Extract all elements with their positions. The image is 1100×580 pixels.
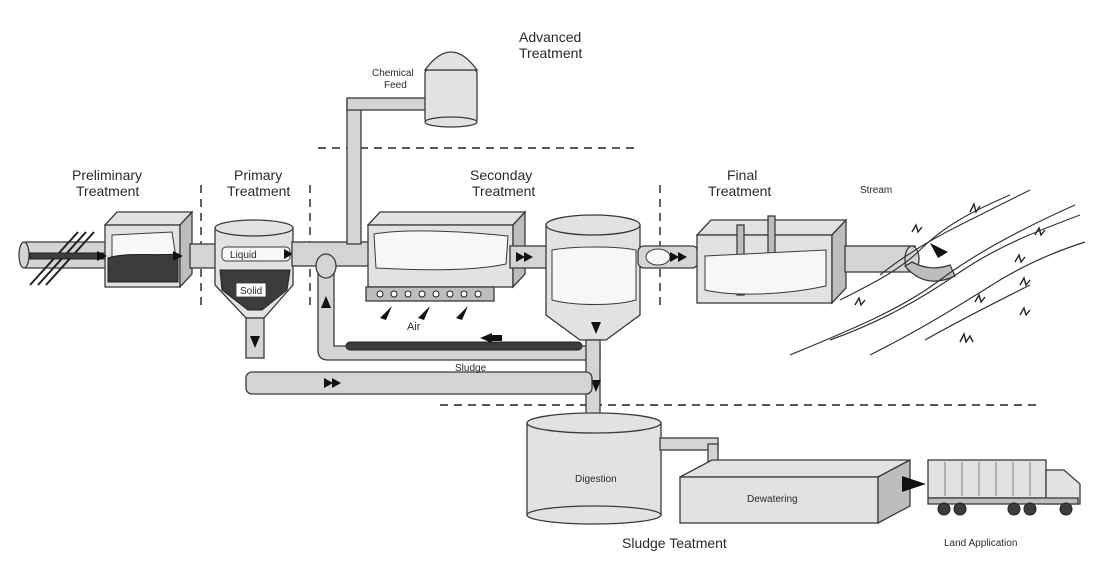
flow-arrow-icon: [678, 252, 687, 262]
chemical-feed-pipe-horizontal: [346, 97, 433, 111]
secondary-title-line2: Treatment: [472, 183, 535, 199]
pipe-prelim-primary: [189, 243, 219, 269]
flow-arrow-icon: [284, 249, 293, 259]
preliminary-tank: [103, 210, 194, 289]
down-arrow-icon: [591, 322, 601, 334]
transfer-arrow-icon: [902, 476, 926, 492]
primary-title-line1: Primary: [234, 167, 282, 183]
land-application-label: Land Application: [944, 538, 1017, 549]
flow-arrow-icon: [332, 378, 341, 388]
left-arrow-tail: [492, 335, 502, 341]
liquid-label: Liquid: [230, 250, 257, 261]
flow-arrow-icon: [670, 252, 679, 262]
primary-clarifier: [214, 219, 294, 359]
discharge-arrow-icon: [930, 243, 948, 258]
air-arrow-icon: [418, 306, 430, 320]
stream-icon: [789, 189, 1086, 356]
pipe-joint: [645, 248, 671, 266]
air-label: Air: [407, 321, 421, 333]
preliminary-title-line2: Treatment: [76, 183, 139, 199]
air-arrow-icon: [456, 306, 468, 320]
secondary-title-line1: Seconday: [470, 167, 532, 183]
up-arrow-icon: [321, 296, 331, 308]
truck-icon: [927, 459, 1081, 516]
primary-title-line2: Treatment: [227, 183, 290, 199]
dewatering-bed: [679, 458, 911, 525]
chemical-feed-label-line2: Feed: [384, 80, 407, 91]
aeration-basin: [365, 210, 527, 302]
chemical-feed-label-line1: Chemical: [372, 68, 414, 79]
secondary-clarifier: [545, 214, 641, 421]
advanced-title-line2: Treatment: [519, 45, 582, 61]
final-treatment-tank: [695, 215, 848, 305]
down-arrow-icon: [591, 380, 601, 392]
stream-label: Stream: [860, 185, 892, 196]
influent-flow: [29, 252, 106, 260]
preliminary-title-line1: Preliminary: [72, 167, 142, 183]
flow-arrow-icon: [324, 378, 333, 388]
left-arrow-icon: [480, 333, 492, 343]
air-diffuser-icons: [376, 290, 482, 298]
vegetation-icons: [854, 201, 1046, 344]
sludge-treatment-title: Sludge Teatment: [622, 535, 727, 551]
return-sludge-flow: [345, 341, 583, 351]
influent-pipe-end: [18, 241, 30, 269]
return-pipe-elbow: [315, 253, 337, 279]
digestion-label: Digestion: [575, 474, 617, 485]
air-arrow-icon: [380, 306, 392, 320]
final-title-line2: Treatment: [708, 183, 771, 199]
solid-label: Solid: [240, 286, 262, 297]
flow-arrow-icon: [173, 251, 183, 261]
flow-arrow-icon: [97, 251, 107, 261]
down-arrow-icon: [250, 336, 260, 348]
chemical-feed-tank: [423, 51, 479, 128]
sludge-label: Sludge: [455, 363, 487, 374]
dewatering-label: Dewatering: [747, 494, 798, 505]
flow-arrow-icon: [516, 252, 525, 262]
chemical-feed-pipe-vertical: [346, 99, 362, 245]
discharge-splash: [904, 261, 956, 282]
effluent-pipe: [844, 245, 916, 273]
solid-label-bg: [235, 282, 267, 298]
final-title-line1: Final: [727, 167, 757, 183]
advanced-title-line1: Advanced: [519, 29, 581, 45]
waste-sludge-pipe: [245, 371, 593, 395]
flow-arrow-icon: [524, 252, 533, 262]
digester-tank: [526, 412, 662, 525]
